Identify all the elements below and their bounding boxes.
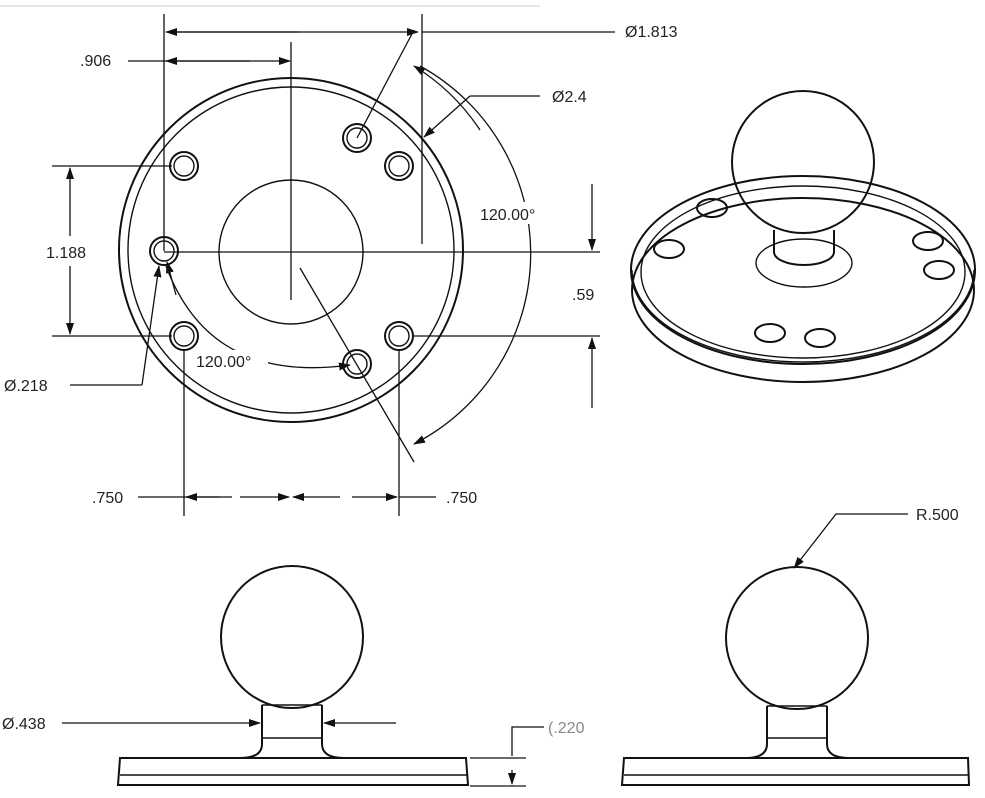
leader-24-diag xyxy=(423,95,471,138)
dim-label-1813: Ø1.813 xyxy=(625,24,678,41)
hole xyxy=(388,155,410,177)
hole xyxy=(923,260,955,280)
hole xyxy=(754,323,786,343)
hole xyxy=(653,239,685,259)
front-ball xyxy=(220,565,364,709)
dim-label-750-right: .750 xyxy=(446,490,477,507)
dim-label-438: Ø.438 xyxy=(2,716,46,733)
hole xyxy=(388,325,410,347)
center-line-diag-2 xyxy=(299,267,415,463)
label-mask xyxy=(194,350,268,372)
dim-label-220: (.220 xyxy=(548,720,585,737)
hole xyxy=(173,325,195,347)
dim-label-1188: 1.188 xyxy=(46,245,86,262)
angle-label-inner: 120.00° xyxy=(196,354,251,371)
mounting-holes xyxy=(149,123,414,379)
dim-label-24: Ø2.4 xyxy=(552,89,587,106)
hole xyxy=(696,198,728,218)
iso-ball xyxy=(731,90,875,234)
angle-arc-inner-start xyxy=(166,261,177,296)
iso-base-rim xyxy=(640,185,966,359)
angle-arc-inner xyxy=(165,265,351,371)
front-view: Ø.438 (.220 xyxy=(2,565,585,787)
side-view: R.500 xyxy=(620,507,971,786)
iso-base-top xyxy=(630,175,976,365)
hole xyxy=(384,151,414,181)
dim-label-59: .59 xyxy=(572,287,594,304)
iso-neck-ring xyxy=(755,238,853,288)
hole xyxy=(804,328,836,348)
hole xyxy=(912,231,944,251)
front-neck xyxy=(239,705,345,759)
side-ball xyxy=(725,566,869,710)
hole xyxy=(346,127,368,149)
side-neck xyxy=(744,706,850,759)
angle-arc-outer-start xyxy=(413,65,481,131)
leader-220 xyxy=(511,726,544,756)
angle-arc-outer xyxy=(413,65,532,445)
iso-neck xyxy=(773,230,835,266)
dim-label-906: .906 xyxy=(80,53,111,70)
leader-218-up xyxy=(141,265,162,386)
dim-label-750-left: .750 xyxy=(92,490,123,507)
label-mask xyxy=(478,202,554,224)
front-base xyxy=(116,757,470,786)
iso-holes xyxy=(653,198,955,348)
hole xyxy=(342,123,372,153)
dim-label-r500: R.500 xyxy=(916,507,959,524)
iso-base-bottom xyxy=(631,197,975,383)
dim-label-218: Ø.218 xyxy=(4,378,48,395)
center-line-diag-1 xyxy=(356,29,415,139)
hole xyxy=(173,155,195,177)
iso-base-side xyxy=(631,269,975,363)
isometric-view xyxy=(630,90,976,383)
angle-label-top: 120.00° xyxy=(480,207,535,224)
top-view: Ø1.813 .906 Ø2.4 120.00° 1.188 .59 120.0… xyxy=(4,14,678,516)
leader-r500 xyxy=(793,513,908,569)
side-base xyxy=(620,757,971,786)
